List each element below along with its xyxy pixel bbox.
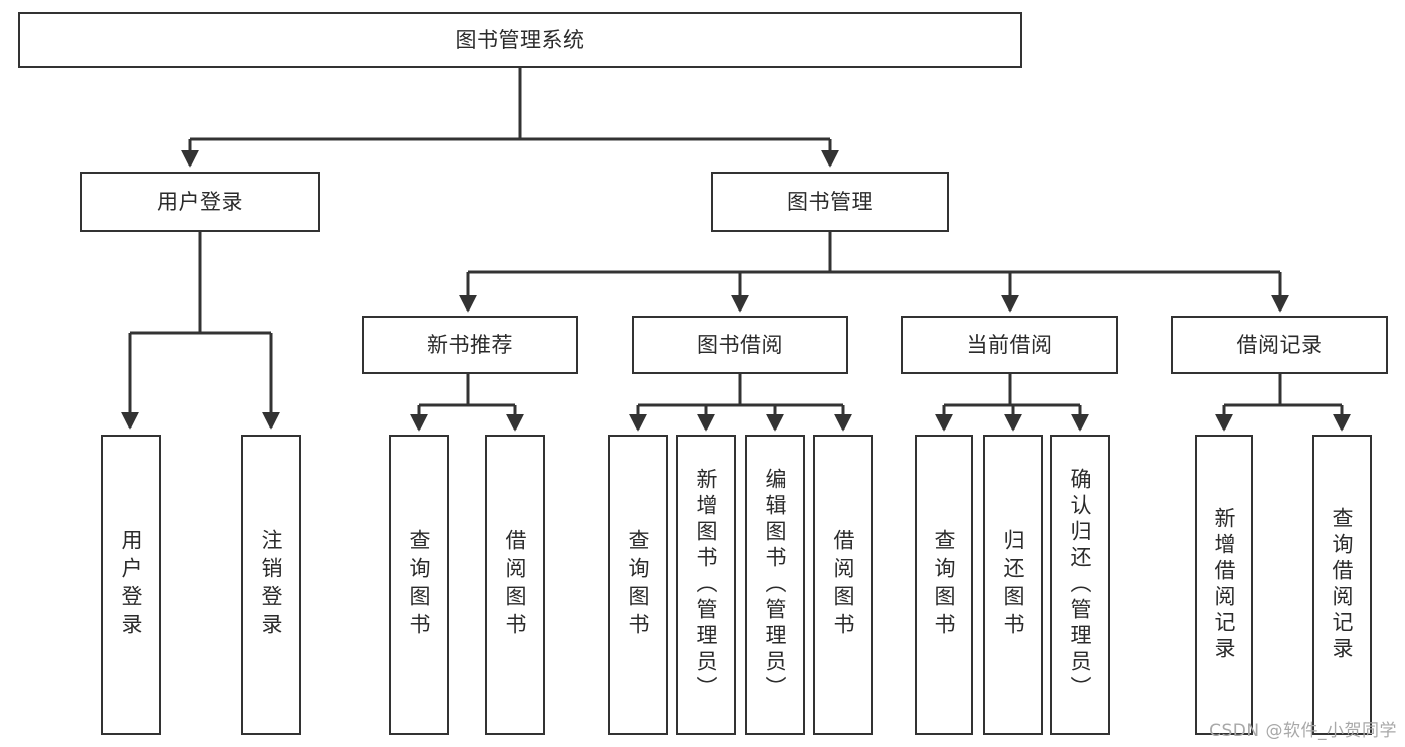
leaf-borrow-query-book[interactable]: 查询图书 [608,435,668,735]
node-label: 查询借阅记录 [1330,507,1355,663]
node-label: 编辑图书（管理员） [763,468,788,702]
node-label: 借阅图书 [503,529,528,641]
node-label: 归还图书 [1001,529,1026,641]
node-borrow-record[interactable]: 借阅记录 [1171,316,1388,374]
node-book-borrow[interactable]: 图书借阅 [632,316,848,374]
leaf-record-add-record[interactable]: 新增借阅记录 [1195,435,1253,735]
node-label: 查询图书 [932,529,957,641]
leaf-user-login-login[interactable]: 用户登录 [101,435,161,735]
node-user-login[interactable]: 用户登录 [80,172,320,232]
node-new-book-recommend[interactable]: 新书推荐 [362,316,578,374]
node-label: 图书管理系统 [455,27,585,52]
node-label: 新书推荐 [427,332,513,357]
watermark: CSDN @软件_小贺同学 [1209,721,1397,741]
leaf-record-query-record[interactable]: 查询借阅记录 [1312,435,1372,735]
node-label: 图书管理 [787,189,873,214]
node-label: 确认归还（管理员） [1068,468,1093,702]
node-label: 图书借阅 [697,332,783,357]
leaf-user-login-logout[interactable]: 注销登录 [241,435,301,735]
leaf-borrow-add-book-admin[interactable]: 新增图书（管理员） [676,435,736,735]
node-book-management[interactable]: 图书管理 [711,172,949,232]
node-label: 查询图书 [407,529,432,641]
node-label: 借阅图书 [831,529,856,641]
node-label: 借阅记录 [1236,332,1323,357]
leaf-new-book-borrow[interactable]: 借阅图书 [485,435,545,735]
node-root-system[interactable]: 图书管理系统 [18,12,1022,68]
node-current-borrow[interactable]: 当前借阅 [901,316,1118,374]
node-label: 查询图书 [626,529,651,641]
leaf-current-return-book[interactable]: 归还图书 [983,435,1043,735]
node-label: 注销登录 [259,529,284,641]
leaf-new-book-query[interactable]: 查询图书 [389,435,449,735]
leaf-current-query-book[interactable]: 查询图书 [915,435,973,735]
leaf-current-confirm-return-admin[interactable]: 确认归还（管理员） [1050,435,1110,735]
node-label: 用户登录 [119,529,144,641]
node-label: 新增借阅记录 [1212,507,1237,663]
node-label: 新增图书（管理员） [694,468,719,702]
leaf-borrow-borrow-book[interactable]: 借阅图书 [813,435,873,735]
node-label: 当前借阅 [966,332,1053,357]
node-label: 用户登录 [157,189,243,214]
leaf-borrow-edit-book-admin[interactable]: 编辑图书（管理员） [745,435,805,735]
